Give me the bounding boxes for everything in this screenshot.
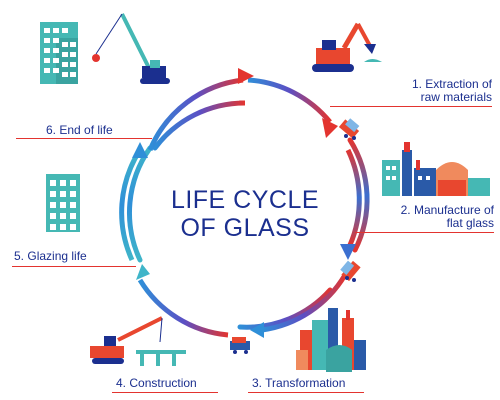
stage-2-underline — [355, 232, 494, 233]
stage-1-number: 1. — [411, 77, 422, 91]
construction-crane-icon — [90, 316, 186, 366]
stage-6-label: 6. End of life — [46, 124, 113, 137]
stage-3-number: 3. — [252, 376, 263, 390]
arrowhead-left-icon — [132, 142, 148, 158]
cycle-arrowheads — [132, 68, 356, 338]
stage-4-label: 4. Construction — [116, 377, 197, 390]
stage-2-label: 2. Manufacture of flat glass — [372, 204, 494, 230]
truck-icon-3 — [230, 337, 250, 354]
circle-segment-l — [119, 148, 143, 262]
cycle-ring — [126, 100, 370, 330]
circle-segment-top — [147, 77, 244, 151]
glass-factory-icon — [382, 142, 490, 196]
stage-5-label: 5. Glazing life — [14, 250, 87, 263]
glazed-building-icon — [46, 174, 80, 232]
stage-3-underline — [248, 392, 364, 393]
stage-5-number: 5. — [14, 249, 25, 263]
stage-2-text-line-2: flat glass — [446, 216, 494, 230]
stage-2-number: 2. — [400, 203, 411, 217]
cycle-circle — [119, 77, 362, 338]
arrowhead-top-icon — [238, 68, 254, 84]
stage-6-text: End of life — [59, 123, 113, 137]
circle-segment-bl — [137, 278, 229, 338]
arrowhead-bottom-icon — [250, 322, 264, 338]
truck-icon-1 — [338, 118, 360, 140]
arrowhead-bottom-left-icon — [136, 264, 150, 280]
arrowhead-right-upper-icon — [322, 118, 338, 138]
stage-6-number: 6. — [46, 123, 57, 137]
title-line-1: LIFE CYCLE — [170, 186, 320, 214]
stage-1-label: 1. Extraction of raw materials — [372, 78, 492, 104]
stage-1-underline — [330, 106, 492, 107]
circle-segment-tr — [247, 77, 332, 124]
stage-5-text: Glazing life — [27, 249, 87, 263]
stage-4-number: 4. — [116, 376, 127, 390]
processing-plant-icon — [296, 308, 366, 372]
stage-3-text: Transformation — [265, 376, 346, 390]
stage-4-underline — [112, 392, 218, 393]
stage-1-text-line-2: raw materials — [420, 90, 492, 104]
title-line-2: OF GLASS — [180, 214, 310, 242]
demolition-crane-icon — [40, 13, 170, 84]
circle-segment-br — [261, 273, 348, 333]
cycle-arc-left — [126, 145, 153, 263]
diagram-title: LIFE CYCLE OF GLASS — [150, 186, 340, 242]
stage-5-underline — [12, 266, 136, 267]
excavator-icon — [312, 22, 382, 72]
stage-4-text: Construction — [129, 376, 197, 390]
stage-1-text-line-1: Extraction of — [425, 77, 492, 91]
cycle-arc-top — [152, 100, 246, 151]
cycle-arc-right — [347, 137, 370, 253]
circle-segment-r — [345, 148, 362, 246]
truck-icon-2 — [340, 260, 361, 282]
stage-2-text-line-1: Manufacture of — [413, 203, 494, 217]
arrowhead-right-lower-icon — [340, 244, 356, 260]
stage-6-underline — [16, 138, 152, 139]
cycle-arc-bottom — [237, 287, 333, 330]
stage-3-label: 3. Transformation — [252, 377, 345, 390]
